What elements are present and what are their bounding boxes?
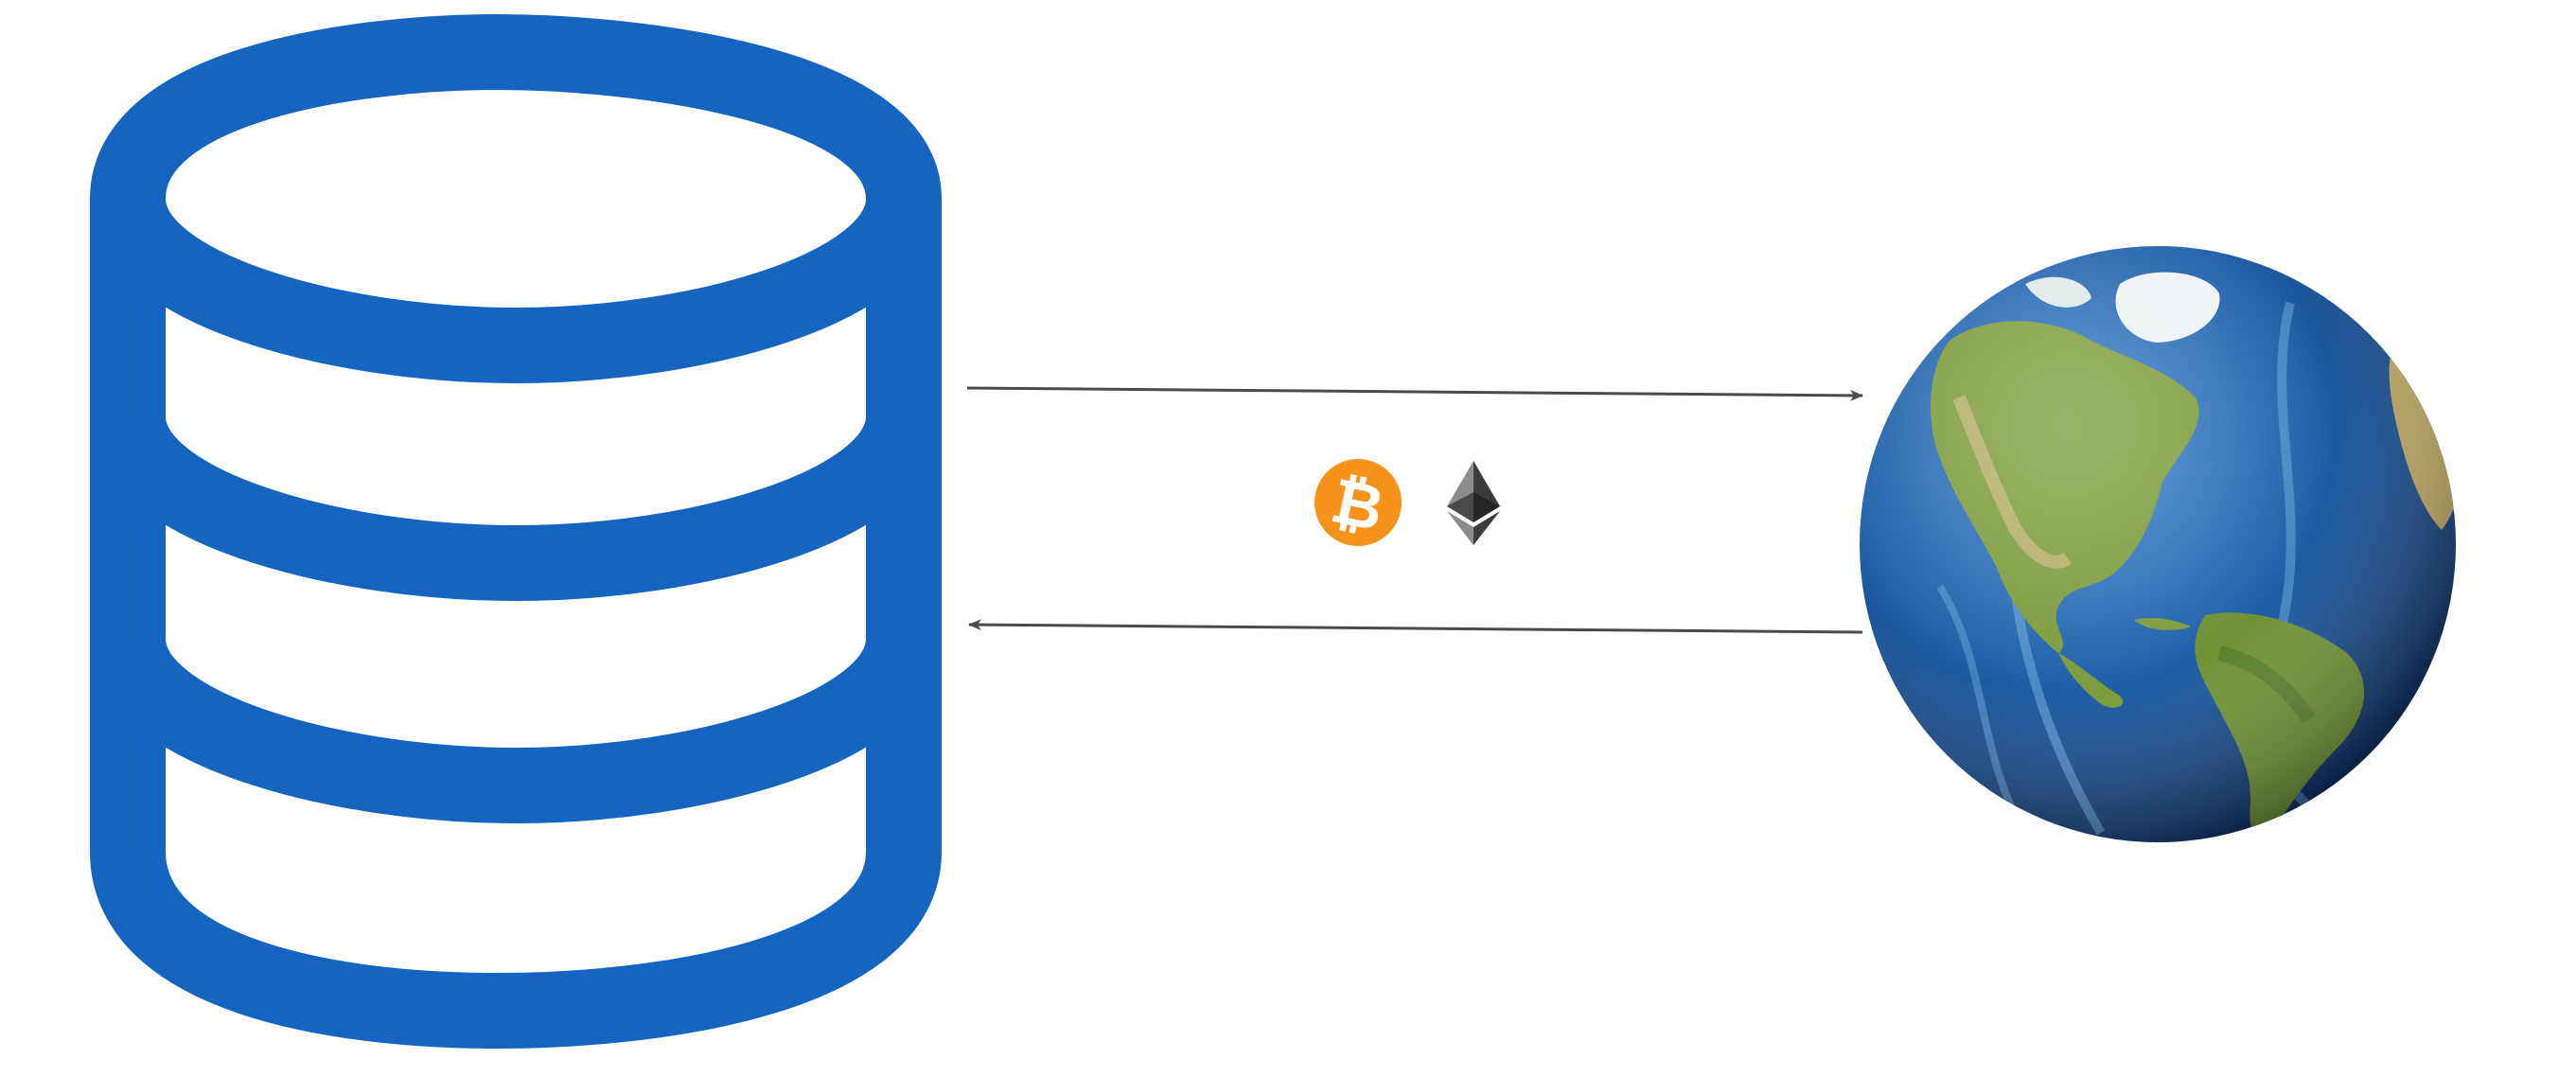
database-ring-2 — [90, 601, 942, 823]
bitcoin-icon: ₿ — [1314, 459, 1402, 546]
database-ring-1 — [90, 379, 942, 601]
database-body — [90, 14, 942, 1049]
globe-icon — [1860, 246, 2456, 842]
ethereum-icon — [1447, 461, 1500, 545]
arrow-to-database — [968, 619, 1863, 634]
database-top-rim — [90, 161, 942, 383]
database-icon — [90, 14, 942, 1049]
arrow-to-globe — [966, 386, 1863, 401]
